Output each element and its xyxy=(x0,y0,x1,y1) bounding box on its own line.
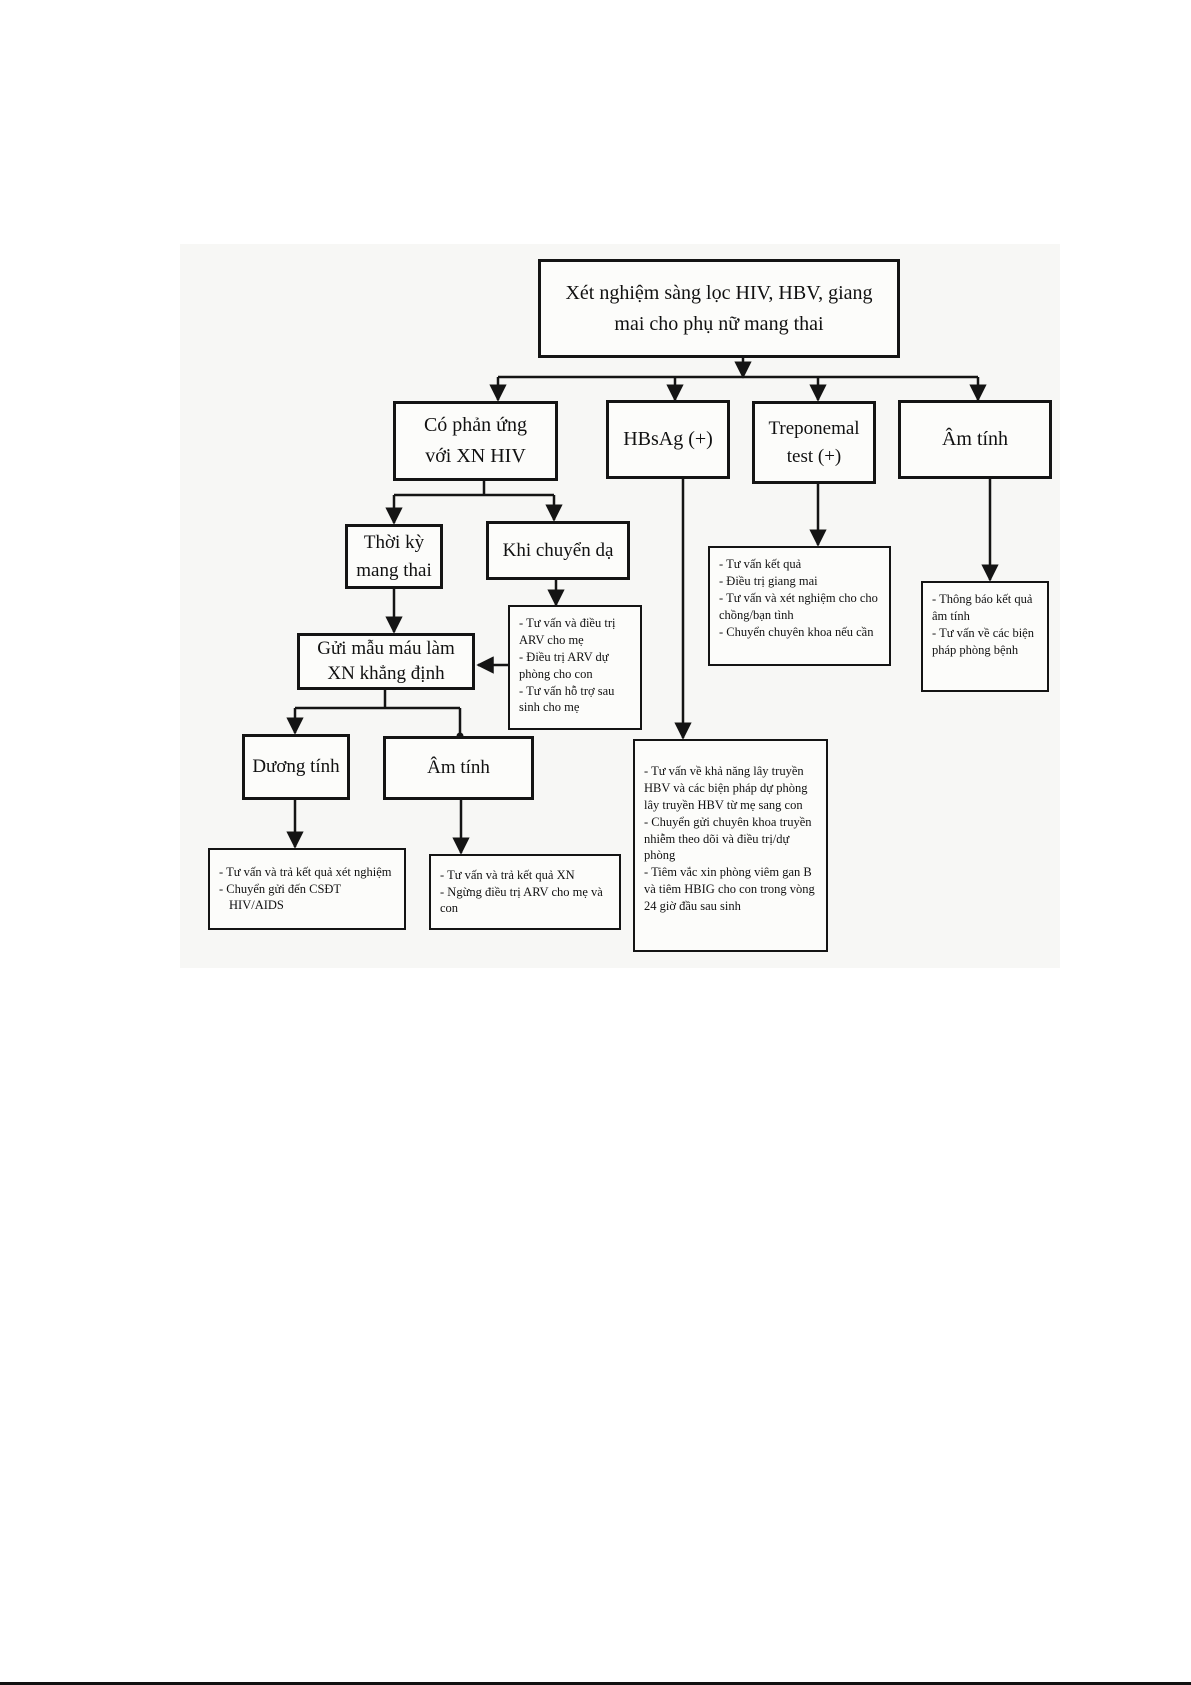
list-item: Tư vấn về khả năng lây truyền HBV và các… xyxy=(644,763,817,814)
node-negative-hiv-label: Âm tính xyxy=(427,757,490,779)
node-pregnancy-label: Thời kỳ mang thai xyxy=(356,531,432,581)
node-root-label: Xét nghiệm sàng lọc HIV, HBV, giang mai … xyxy=(565,281,873,335)
node-negative-top-label: Âm tính xyxy=(941,428,1009,450)
list-item: Ngừng điều trị ARV cho mẹ và con xyxy=(440,884,610,918)
list-item: Tiêm vắc xin phòng viêm gan B và tiêm HB… xyxy=(644,864,817,915)
list-positive-actions: Tư vấn và trả kết quả xét nghiệm Chuyển … xyxy=(219,864,395,915)
list-item: Tư vấn và trả kết quả xét nghiệm xyxy=(219,864,395,881)
page-bottom-border xyxy=(0,1682,1191,1685)
list-item: Thông báo kết quả âm tính xyxy=(932,591,1038,625)
node-confirm-test: Gửi mẫu máu làm XN khẳng định xyxy=(297,633,475,690)
node-labor: Khi chuyển dạ xyxy=(486,521,630,580)
list-labor-actions: Tư vấn và điều trị ARV cho mẹ Điều trị A… xyxy=(519,615,631,716)
note-positive-actions: Tư vấn và trả kết quả xét nghiệm Chuyển … xyxy=(208,848,406,930)
node-confirm-test-label: Gửi mẫu máu làm XN khẳng định xyxy=(317,637,455,684)
node-root: Xét nghiệm sàng lọc HIV, HBV, giang mai … xyxy=(538,259,900,358)
list-item: Tư vấn hỗ trợ sau sinh cho mẹ xyxy=(519,683,631,717)
list-negative-actions: Thông báo kết quả âm tính Tư vấn về các … xyxy=(932,591,1038,659)
note-syphilis-actions: Tư vấn kết quả Điều trị giang mai Tư vấn… xyxy=(708,546,891,666)
node-positive: Dương tính xyxy=(242,734,350,800)
node-negative-top: Âm tính xyxy=(898,400,1052,479)
node-treponemal-label: Treponemal test (+) xyxy=(768,417,860,467)
node-treponemal: Treponemal test (+) xyxy=(752,401,876,484)
list-item: Chuyển chuyên khoa nếu cần xyxy=(719,624,880,641)
list-negative-hiv-actions: Tư vấn và trả kết quả XN Ngừng điều trị … xyxy=(440,867,610,918)
node-negative-hiv: Âm tính xyxy=(383,736,534,800)
list-item: Điều trị ARV dự phòng cho con xyxy=(519,649,631,683)
list-item: Tư vấn và trả kết quả XN xyxy=(440,867,610,884)
node-hiv-reactive-label: Có phản ứng với XN HIV xyxy=(423,414,528,467)
list-hbv-actions: Tư vấn về khả năng lây truyền HBV và các… xyxy=(644,763,817,915)
list-item: Tư vấn kết quả xyxy=(719,556,880,573)
note-negative-hiv-actions: Tư vấn và trả kết quả XN Ngừng điều trị … xyxy=(429,854,621,930)
note-negative-actions: Thông báo kết quả âm tính Tư vấn về các … xyxy=(921,581,1049,692)
note-labor-actions: Tư vấn và điều trị ARV cho mẹ Điều trị A… xyxy=(508,605,642,730)
list-item: Tư vấn về các biện pháp phòng bệnh xyxy=(932,625,1038,659)
node-hbsag-label: HBsAg (+) xyxy=(623,428,713,450)
node-labor-label: Khi chuyển dạ xyxy=(502,539,614,561)
list-item: Tư vấn và xét nghiệm cho cho chồng/bạn t… xyxy=(719,590,880,624)
list-item: Điều trị giang mai xyxy=(719,573,880,590)
note-hbv-actions: Tư vấn về khả năng lây truyền HBV và các… xyxy=(633,739,828,952)
list-syphilis-actions: Tư vấn kết quả Điều trị giang mai Tư vấn… xyxy=(719,556,880,640)
node-positive-label: Dương tính xyxy=(252,756,340,778)
node-hiv-reactive: Có phản ứng với XN HIV xyxy=(393,401,558,481)
list-item: Chuyển gửi đến CSĐT HIV/AIDS xyxy=(219,881,395,915)
list-item: Chuyển gửi chuyên khoa truyền nhiễm theo… xyxy=(644,814,817,865)
node-pregnancy: Thời kỳ mang thai xyxy=(345,524,443,589)
list-item: Tư vấn và điều trị ARV cho mẹ xyxy=(519,615,631,649)
node-hbsag: HBsAg (+) xyxy=(606,400,730,479)
